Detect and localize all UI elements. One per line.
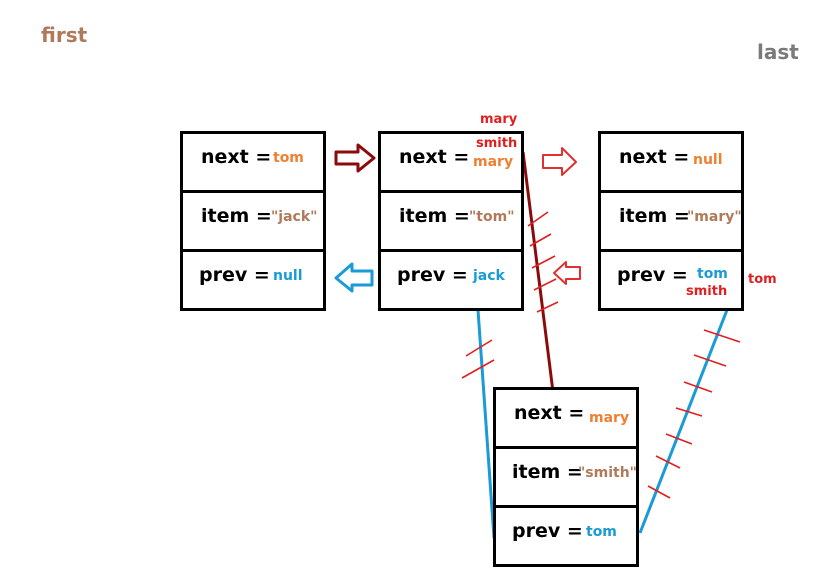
arrow-tom-to-mary [542, 147, 577, 176]
node-mary-next-row: next = null [601, 134, 741, 190]
item-value: "tom" [469, 209, 515, 225]
next-value: tom [273, 150, 304, 166]
node-tom-item-row: item = "tom" [381, 190, 521, 249]
annotation-mary-prev-tom: tom [748, 272, 777, 287]
arrow-jack-to-tom [334, 143, 376, 173]
node-jack-item-row: item = "jack" [183, 190, 323, 249]
item-field-label: item = [619, 205, 690, 227]
node-tom: next = mary item = "tom" prev = jack [378, 131, 524, 311]
item-value: "smith" [578, 465, 637, 481]
item-field-label: item = [512, 461, 583, 483]
item-value: "jack" [271, 209, 318, 225]
prev-value: tom [697, 266, 728, 282]
last-label: last [757, 40, 799, 64]
prev-field-label: prev = [512, 520, 583, 542]
node-jack-next-row: next = tom [183, 134, 323, 190]
arrow-tom-prev-to-jack [334, 262, 374, 293]
crossout-ticks-tom-next [527, 211, 559, 313]
link-tom-next-to-smith [521, 151, 555, 393]
next-value: mary [589, 410, 630, 426]
next-field-label: next = [201, 146, 272, 168]
prev-value: jack [473, 268, 505, 284]
annotation-mary-prev-smith: smith [686, 284, 728, 299]
next-field-label: next = [399, 146, 470, 168]
node-mary-item-row: item = "mary" [601, 190, 742, 249]
link-mary-prev-to-smith [638, 309, 729, 534]
prev-field-label: prev = [397, 264, 468, 286]
node-mary: next = null item = "mary" prev = tom [598, 131, 744, 311]
node-smith-prev-row: prev = tom [496, 505, 636, 564]
node-smith-next-row: next = mary [496, 390, 636, 446]
next-field-label: next = [514, 402, 585, 424]
next-value: null [693, 152, 723, 168]
item-field-label: item = [201, 205, 272, 227]
link-smith-prev-to-tom [476, 309, 496, 539]
prev-value: tom [586, 524, 617, 540]
annotation-tom-next-smith: smith [476, 136, 518, 151]
node-tom-prev-row: prev = jack [381, 249, 521, 308]
annotation-tom-next-mary: mary [480, 112, 518, 127]
next-value: mary [473, 154, 514, 170]
item-value: "mary" [687, 209, 742, 225]
prev-value: null [273, 268, 303, 284]
next-field-label: next = [619, 146, 690, 168]
arrow-mary-prev-to-tom [553, 261, 581, 285]
node-jack-prev-row: prev = null [183, 249, 323, 308]
item-field-label: item = [399, 205, 470, 227]
crossout-ticks-mary-prev [647, 329, 741, 499]
prev-field-label: prev = [617, 264, 688, 286]
node-smith: next = mary item = "smith" prev = tom [493, 387, 639, 567]
node-mary-prev-row: prev = tom [601, 249, 741, 308]
crossout-ticks-smith-prev [461, 339, 495, 379]
node-smith-item-row: item = "smith" [496, 446, 637, 505]
prev-field-label: prev = [199, 264, 270, 286]
node-jack: next = tom item = "jack" prev = null [180, 131, 326, 311]
first-label: first [41, 23, 88, 47]
node-tom-next-row: next = mary [381, 134, 521, 190]
